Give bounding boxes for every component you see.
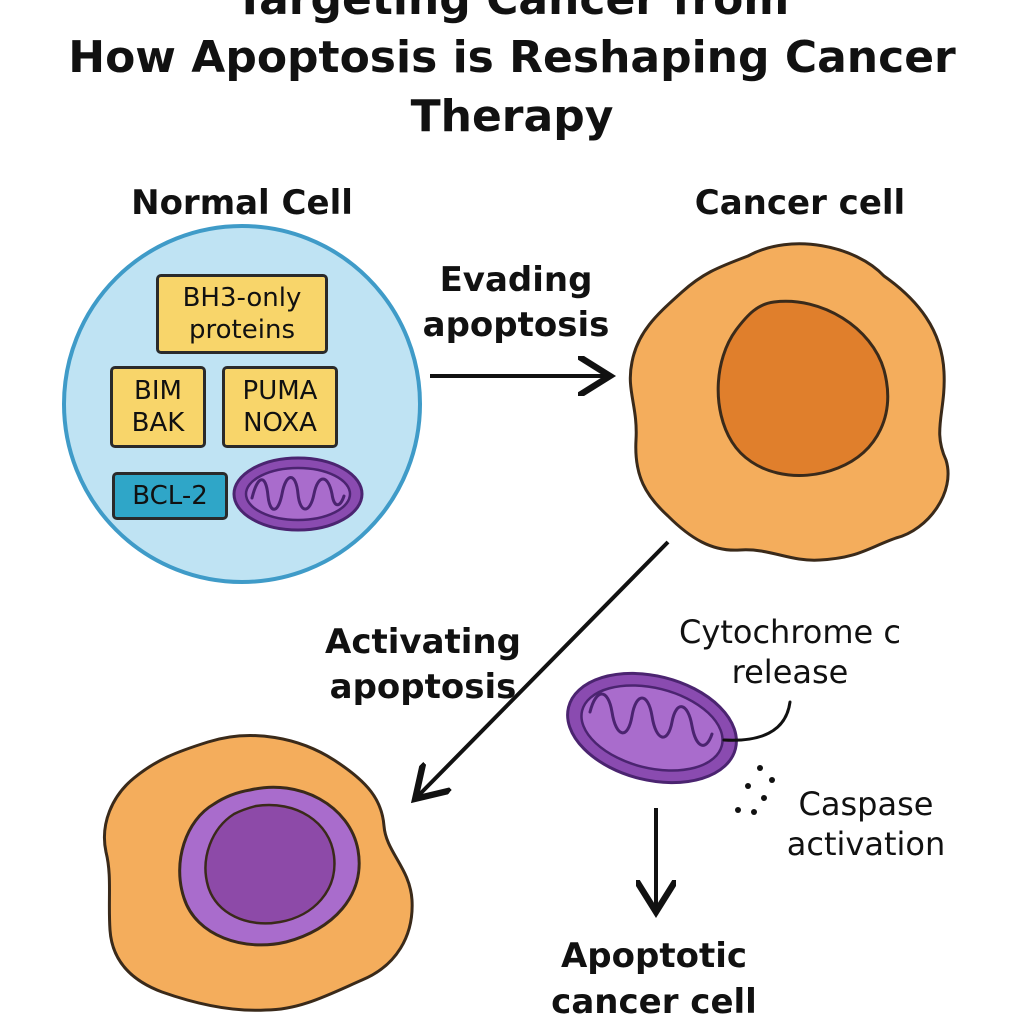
puma-label: PUMA [242, 375, 318, 406]
activating-line-2: apoptosis [329, 667, 517, 708]
cytochrome-line-1: Cytochrome c [679, 613, 901, 651]
title-line-1: Targeting Cancer from [0, 0, 1024, 22]
evading-line-1: Evading [439, 260, 593, 300]
apoptotic-line-1: Apoptotic [560, 936, 748, 976]
evading-line-2: apoptosis [422, 305, 610, 346]
bim-bak-box: BIM BAK [110, 366, 206, 448]
bcl2-label: BCL-2 [132, 480, 208, 511]
apoptotic-cancer-cell-label: Apoptotic cancer cell [530, 934, 778, 1024]
bh3-only-proteins-box: BH3-only proteins [156, 274, 328, 354]
caspase-activation-label: Caspase activation [774, 784, 958, 864]
cancer-cell-title: Cancer cell [694, 183, 906, 223]
cytochrome-release-pointer [722, 700, 792, 742]
bh3-line-2: proteins [189, 315, 295, 345]
cytochrome-c-release-label: Cytochrome c release [662, 612, 918, 692]
bcl2-box: BCL-2 [112, 472, 228, 520]
noxa-label: NOXA [243, 408, 317, 438]
bak-label: BAK [131, 408, 185, 438]
cytochrome-line-2: release [731, 653, 849, 691]
caspase-line-1: Caspase [798, 785, 934, 823]
normal-cell-title: Normal Cell [131, 183, 353, 223]
puma-noxa-box: PUMA NOXA [222, 366, 338, 448]
title-line-3: Therapy [410, 91, 614, 142]
caspase-line-2: activation [786, 825, 946, 863]
bim-label: BIM [134, 375, 182, 406]
activating-line-1: Activating [325, 622, 521, 662]
evading-apoptosis-label: Evading apoptosis [410, 258, 622, 348]
title-line-2: How Apoptosis is Reshaping Cancer [68, 32, 956, 83]
apoptotic-line-2: cancer cell [551, 981, 757, 1022]
mitochondrion-icon [566, 671, 738, 785]
bh3-line-1: BH3-only [182, 282, 302, 313]
apoptotic-cell-nucleus-inner [204, 803, 336, 925]
caspase-dots-icon [735, 765, 775, 815]
normal-cell-mitochondrion-icon [232, 456, 364, 532]
cancer-cell-nucleus [716, 299, 890, 477]
activating-arrow [418, 540, 670, 796]
activating-apoptosis-label: Activating apoptosis [316, 620, 530, 710]
